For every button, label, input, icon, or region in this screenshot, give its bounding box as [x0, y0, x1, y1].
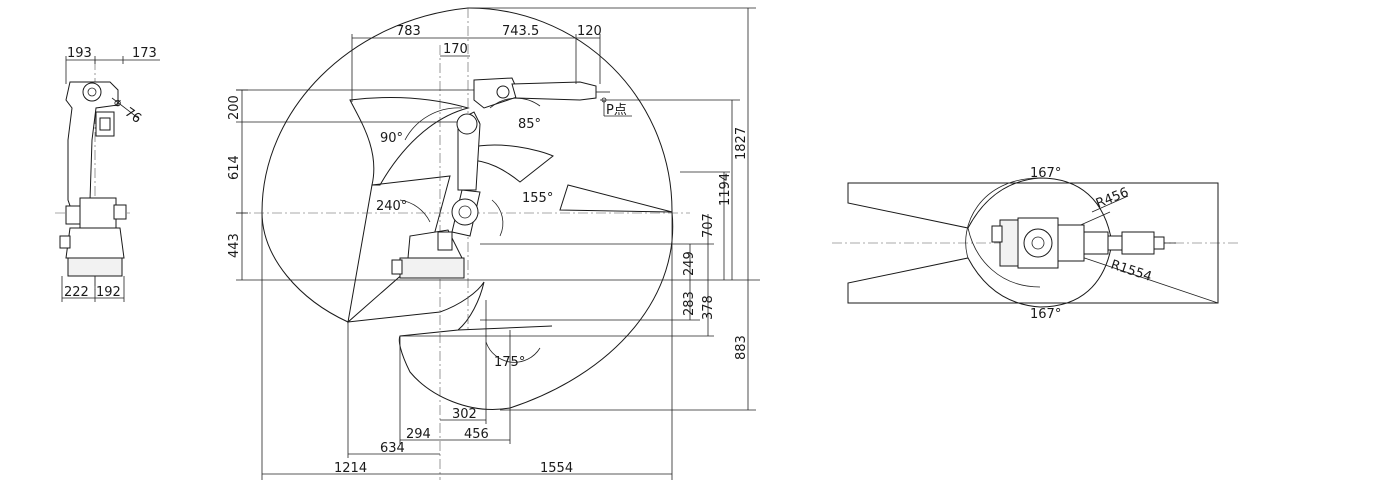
angle-bottom-167: 167°	[1030, 307, 1061, 322]
angle-top-167: 167°	[1030, 166, 1061, 181]
dim-120: 120	[577, 24, 602, 39]
dim-192: 192	[96, 285, 121, 300]
dim-707: 707	[701, 213, 716, 238]
svg-text:⌀: ⌀	[114, 95, 121, 109]
dim-200: 200	[227, 95, 242, 120]
angle-240: 240°	[376, 199, 407, 214]
dim-378: 378	[701, 295, 716, 320]
dim-170: 170	[443, 42, 468, 57]
dim-193: 193	[67, 46, 92, 61]
dim-743-5: 743.5	[502, 24, 539, 39]
dim-783: 783	[396, 24, 421, 39]
dim-1554: 1554	[540, 461, 573, 476]
front-view: P点 90° 85° 155° 240° 175° 783 743.5 120 …	[227, 7, 760, 480]
p-point-label: P点	[606, 103, 627, 118]
work-envelope	[261, 7, 674, 410]
dim-883: 883	[734, 335, 749, 360]
side-view: 193 173 76 ⌀ 222 192	[55, 46, 160, 302]
radius-r1554: R1554	[1109, 258, 1154, 285]
angle-155: 155°	[522, 191, 553, 206]
dim-294: 294	[406, 427, 431, 442]
dim-456: 456	[464, 427, 489, 442]
radius-r456: R456	[1094, 185, 1131, 212]
dim-1194: 1194	[718, 173, 733, 206]
dim-634: 634	[380, 441, 405, 456]
dim-1214: 1214	[334, 461, 367, 476]
dim-283: 283	[682, 291, 697, 316]
dim-1827: 1827	[734, 127, 749, 160]
dim-249: 249	[682, 251, 697, 276]
dim-173: 173	[132, 46, 157, 61]
dim-443: 443	[227, 233, 242, 258]
top-view: 167° 167° R456 R1554	[832, 166, 1240, 322]
dim-222: 222	[64, 285, 89, 300]
angle-90: 90°	[380, 131, 403, 146]
angle-85: 85°	[518, 117, 541, 132]
dim-614: 614	[227, 155, 242, 180]
dim-302: 302	[452, 407, 477, 422]
